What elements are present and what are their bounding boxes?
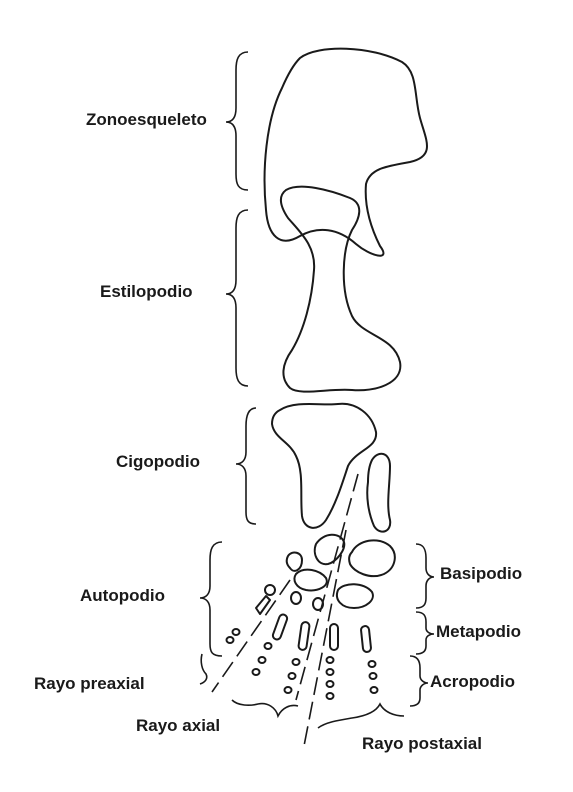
estilopodio-label: Estilopodio bbox=[100, 282, 193, 302]
cigopodio-ulna bbox=[367, 454, 390, 532]
metapodio-label: Metapodio bbox=[436, 622, 521, 642]
basipodio-bone bbox=[337, 584, 373, 608]
autopodio-brace bbox=[200, 542, 222, 656]
acropodio-bone bbox=[253, 669, 260, 675]
rayo-axial-line bbox=[296, 474, 358, 700]
metapodio-bone bbox=[330, 624, 338, 650]
rayo-preaxial-line bbox=[212, 580, 290, 692]
basipodio-bone bbox=[265, 585, 275, 595]
rayo-axial-label: Rayo axial bbox=[136, 716, 220, 736]
rayo-axial-brace bbox=[232, 700, 298, 716]
acropodio-bone bbox=[369, 661, 376, 667]
acropodio-bone bbox=[259, 657, 266, 663]
metapodio-bone bbox=[272, 613, 288, 640]
basipodio-bone bbox=[349, 540, 395, 576]
rayo-preaxial-label: Rayo preaxial bbox=[34, 674, 145, 694]
basipodio-brace bbox=[416, 544, 434, 608]
zonoesqueleto-bone bbox=[265, 49, 427, 256]
acropodio-bone bbox=[285, 687, 292, 693]
cigopodio-brace bbox=[236, 408, 256, 524]
rayo-postaxial-line bbox=[304, 530, 346, 746]
basipodio-bone bbox=[294, 570, 326, 591]
metapodio-brace bbox=[416, 612, 434, 654]
acropodio-bone bbox=[327, 693, 334, 699]
acropodio-bone bbox=[265, 643, 272, 649]
cigopodio-label: Cigopodio bbox=[116, 452, 200, 472]
basipodio-label: Basipodio bbox=[440, 564, 522, 584]
acropodio-label: Acropodio bbox=[430, 672, 515, 692]
metapodio-bone bbox=[298, 622, 310, 651]
estilopodio-brace bbox=[226, 210, 248, 386]
rayo-postaxial-brace bbox=[318, 704, 404, 728]
acropodio-bone bbox=[327, 669, 334, 675]
estilopodio-bone bbox=[281, 187, 400, 392]
acropodio-bone bbox=[289, 673, 296, 679]
acropodio-bone bbox=[227, 637, 234, 643]
autopodio-label: Autopodio bbox=[80, 586, 165, 606]
metapodio-bone bbox=[361, 626, 372, 653]
rayo-postaxial-label: Rayo postaxial bbox=[362, 734, 482, 754]
cigopodio-radius bbox=[272, 404, 376, 528]
acropodio-bone bbox=[293, 659, 300, 665]
acropodio-bone bbox=[371, 687, 378, 693]
rayo-preaxial-brace bbox=[200, 654, 207, 684]
acropodio-brace bbox=[410, 656, 428, 706]
basipodio-bone bbox=[291, 592, 301, 604]
basipodio-bone bbox=[287, 553, 302, 571]
acropodio-bone bbox=[327, 681, 334, 687]
acropodio-bone bbox=[327, 657, 334, 663]
zonoesqueleto-brace bbox=[226, 52, 248, 190]
acropodio-bone bbox=[233, 629, 240, 635]
acropodio-bone bbox=[370, 673, 377, 679]
zonoesqueleto-label: Zonoesqueleto bbox=[86, 110, 207, 130]
